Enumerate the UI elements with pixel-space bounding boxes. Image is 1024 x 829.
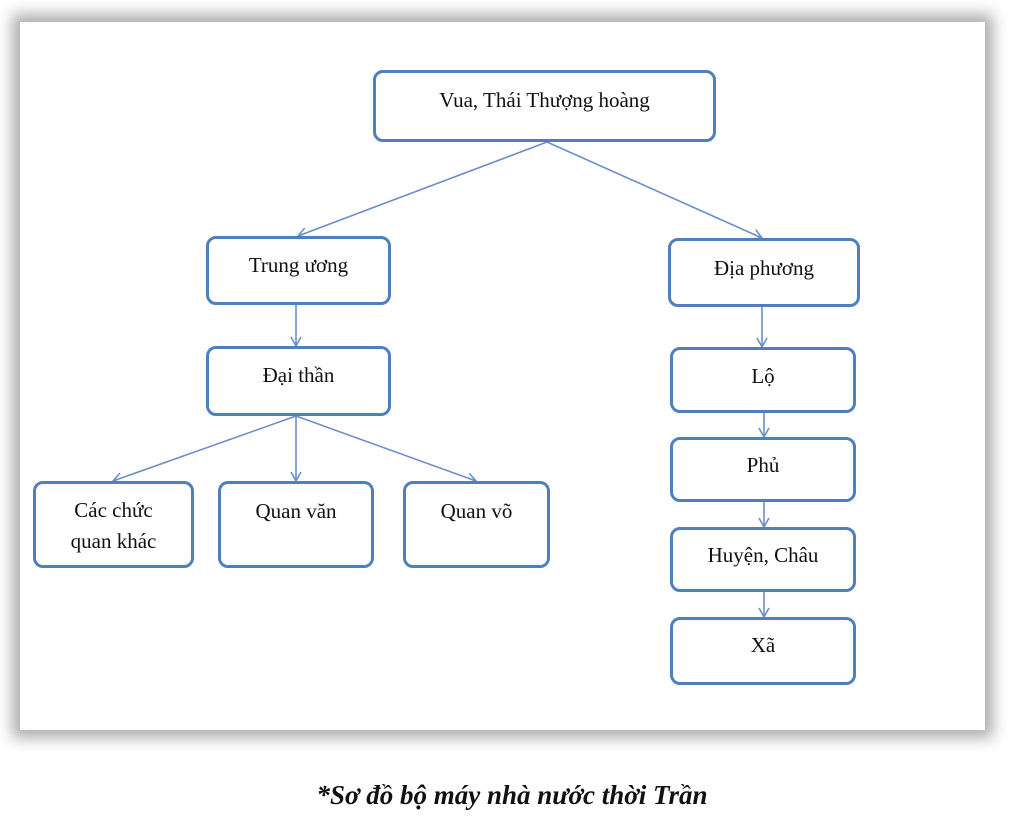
node-military-label: Quan võ <box>440 499 513 523</box>
node-military: Quan võ <box>403 481 550 568</box>
node-local: Địa phương <box>668 238 860 307</box>
node-king-label: Vua, Thái Thượng hoàng <box>439 88 650 112</box>
node-lo: Lộ <box>670 347 856 413</box>
node-central-label: Trung ương <box>248 253 349 277</box>
node-lo-label: Lộ <box>751 364 775 388</box>
node-phu: Phủ <box>670 437 856 502</box>
node-huyen-chau-label: Huyện, Châu <box>707 543 819 567</box>
node-civil-label: Quan văn <box>255 499 337 523</box>
diagram-caption: *Sơ đồ bộ máy nhà nước thời Trần <box>316 780 708 810</box>
node-central: Trung ương <box>206 236 391 305</box>
node-other-offices-line2: quan khác <box>70 529 157 553</box>
node-local-label: Địa phương <box>713 256 815 280</box>
node-phu-label: Phủ <box>746 453 780 477</box>
node-civil: Quan văn <box>218 481 374 568</box>
node-xa-label: Xã <box>750 633 776 657</box>
node-king: Vua, Thái Thượng hoàng <box>373 70 716 142</box>
node-ministers-label: Đại thần <box>262 363 335 387</box>
node-other-offices: Các chức quan khác <box>33 481 194 568</box>
node-ministers: Đại thần <box>206 346 391 416</box>
node-other-offices-line1: Các chức <box>74 498 153 522</box>
node-huyen-chau: Huyện, Châu <box>670 527 856 592</box>
node-xa: Xã <box>670 617 856 685</box>
